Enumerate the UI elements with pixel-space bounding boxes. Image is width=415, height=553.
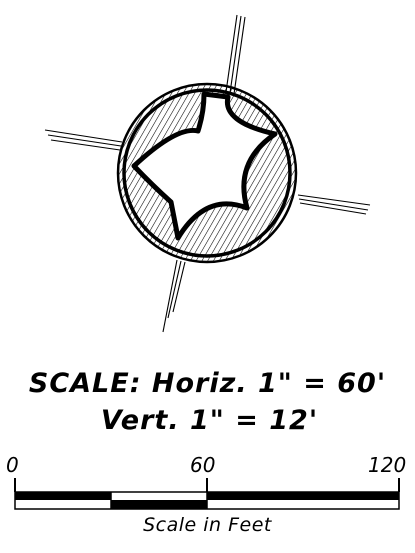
scale-bar (14, 478, 400, 510)
scale-caption: Scale in Feet (143, 514, 272, 536)
scale-segment-3 (207, 492, 399, 500)
scale-label-0: 0 (6, 453, 19, 477)
compass-inner-ring (122, 88, 292, 258)
scale-label-120: 120 (368, 453, 407, 477)
crosshair-bottom (162, 259, 186, 333)
crosshair-top (225, 14, 246, 95)
crosshair-right (297, 194, 371, 215)
arrow-shape (131, 91, 278, 241)
scale-segment-1 (15, 492, 111, 500)
scale-segment-2 (111, 500, 207, 509)
scale-label-60: 60 (190, 453, 216, 477)
horizontal-scale-text: SCALE: Horiz. 1" = 60' (28, 368, 387, 399)
crosshair-left (44, 129, 123, 151)
north-arrow-symbol (44, 14, 371, 333)
vertical-scale-text: Vert. 1" = 12' (100, 405, 319, 436)
